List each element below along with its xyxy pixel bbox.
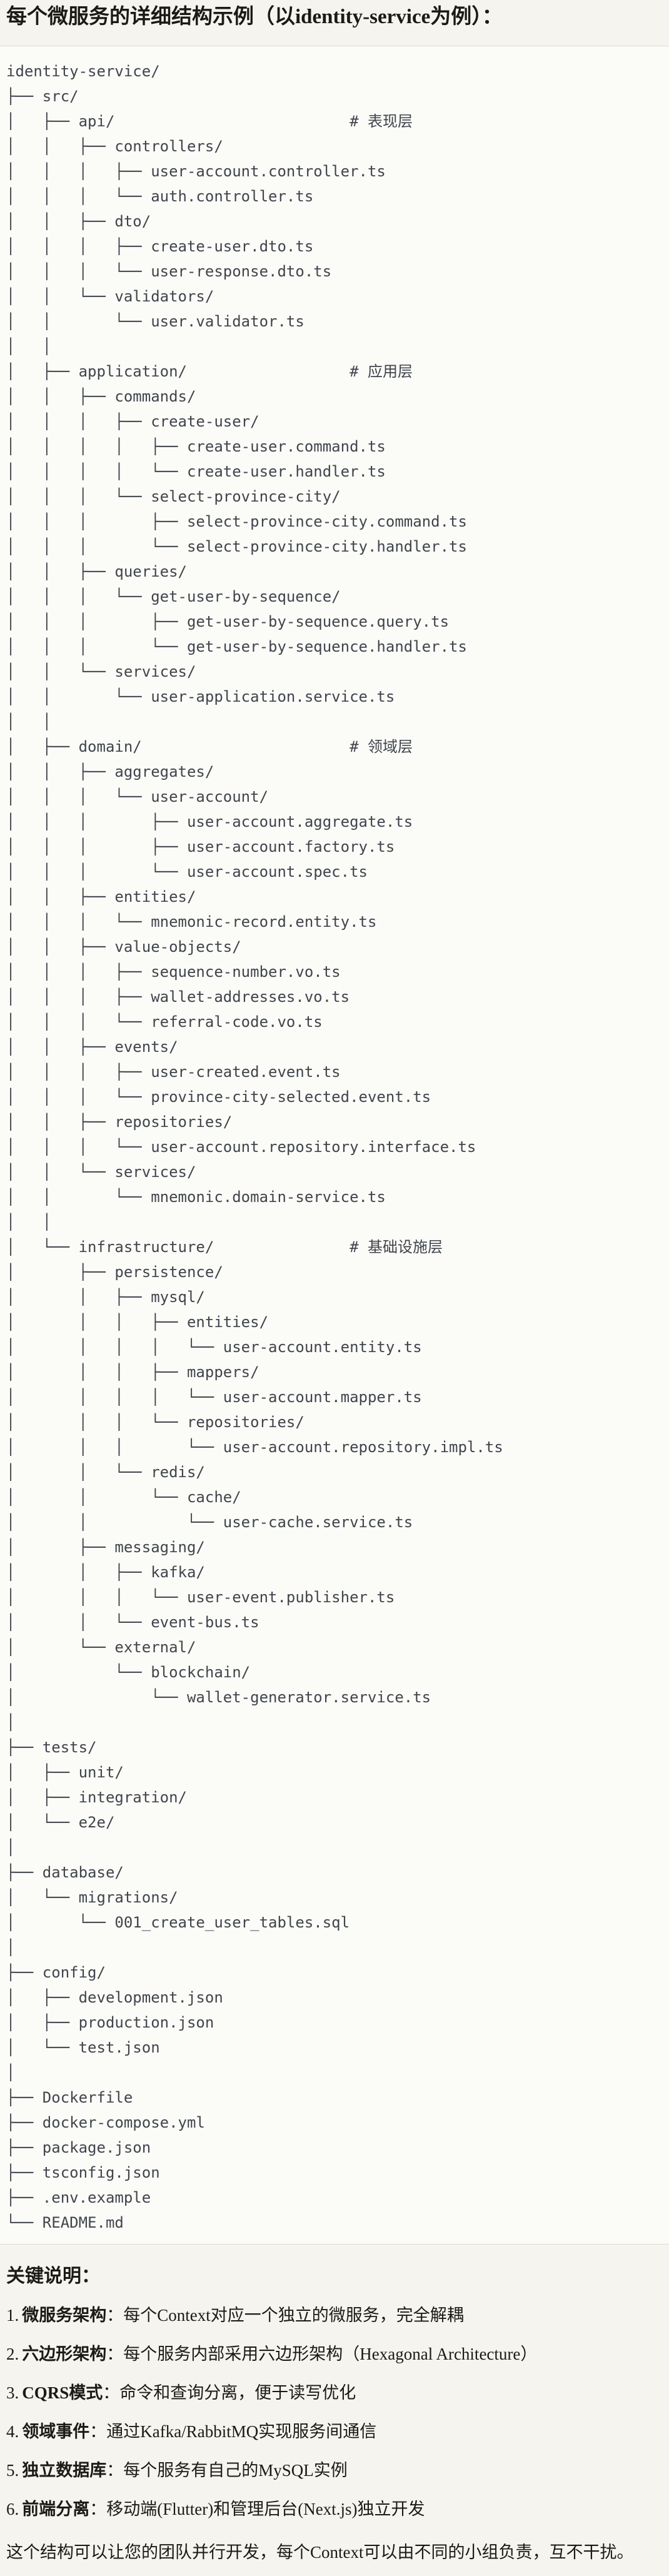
closing-note: 这个结构可以让您的团队并行开发，每个Context可以由不同的小组负责，互不干扰… bbox=[6, 2543, 634, 2562]
list-item-label: 微服务架构 bbox=[22, 2306, 107, 2325]
list-item-number: 2. bbox=[6, 2345, 19, 2363]
list-item-label: 前端分离 bbox=[22, 2500, 90, 2518]
list-item-number: 5. bbox=[6, 2461, 19, 2480]
page-title: 每个微服务的详细结构示例（以identity-service为例）： bbox=[6, 6, 503, 28]
directory-tree: identity-service/ ├── src/ │ ├── api/ # … bbox=[6, 63, 503, 2231]
list-item-number: 4. bbox=[6, 2422, 19, 2441]
list-item-label: 独立数据库 bbox=[22, 2461, 107, 2480]
list-item: 4.领域事件：通过Kafka/RabbitMQ实现服务间通信 bbox=[6, 2421, 663, 2442]
list-item-text: ：命令和查询分离，便于读写优化 bbox=[103, 2383, 356, 2402]
directory-tree-code-block: identity-service/ ├── src/ │ ├── api/ # … bbox=[0, 46, 669, 2245]
list-item-number: 3. bbox=[6, 2383, 19, 2402]
list-item-text: ：每个服务有自己的MySQL实例 bbox=[106, 2461, 348, 2480]
list-item: 3.CQRS模式：命令和查询分离，便于读写优化 bbox=[6, 2382, 663, 2403]
list-item-label: CQRS模式 bbox=[22, 2383, 103, 2402]
list-item: 2.六边形架构：每个服务内部采用六边形架构（Hexagonal Architec… bbox=[6, 2343, 663, 2365]
list-item-number: 6. bbox=[6, 2500, 19, 2518]
list-item-number: 1. bbox=[6, 2306, 19, 2325]
list-item-label: 六边形架构 bbox=[22, 2345, 107, 2363]
list-item: 5.独立数据库：每个服务有自己的MySQL实例 bbox=[6, 2460, 663, 2481]
notes-list: 1.微服务架构：每个Context对应一个独立的微服务，完全解耦 2.六边形架构… bbox=[6, 2305, 663, 2520]
list-item: 1.微服务架构：每个Context对应一个独立的微服务，完全解耦 bbox=[6, 2305, 663, 2326]
list-item-label: 领域事件 bbox=[22, 2422, 90, 2441]
list-item-text: ：移动端(Flutter)和管理后台(Next.js)独立开发 bbox=[89, 2500, 425, 2518]
list-item-text: ：通过Kafka/RabbitMQ实现服务间通信 bbox=[89, 2422, 377, 2441]
list-item: 6.前端分离：移动端(Flutter)和管理后台(Next.js)独立开发 bbox=[6, 2498, 663, 2520]
list-item-text: ：每个Context对应一个独立的微服务，完全解耦 bbox=[106, 2306, 464, 2325]
notes-heading: 关键说明： bbox=[6, 2266, 100, 2286]
list-item-text: ：每个服务内部采用六边形架构（Hexagonal Architecture） bbox=[106, 2345, 538, 2363]
